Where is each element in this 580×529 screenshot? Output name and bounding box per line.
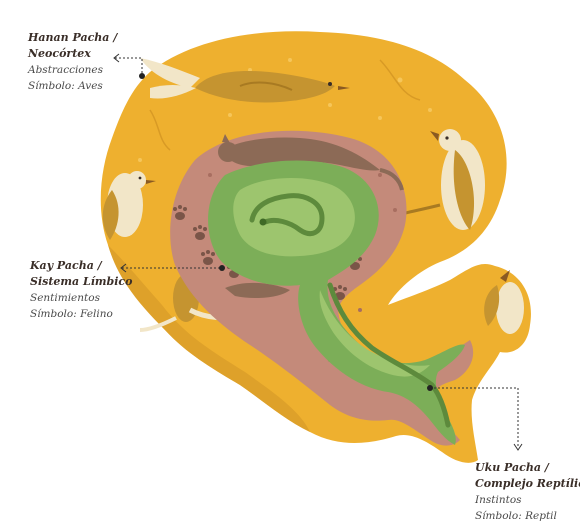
snake-head-icon <box>260 219 267 226</box>
hanan-title-2: Neocórtex <box>28 46 117 62</box>
kay-title-2: Sistema Límbico <box>30 274 132 290</box>
hanan-leader-line <box>115 58 142 74</box>
hanan-marker-dot <box>139 73 145 79</box>
uku-marker-dot <box>427 385 433 391</box>
kay-marker-dot <box>219 265 225 271</box>
hanan-sub-2: Símbolo: Aves <box>28 78 117 94</box>
hanan-sub-1: Abstracciones <box>28 62 117 78</box>
label-hanan-pacha: Hanan Pacha / Neocórtex Abstracciones Sí… <box>28 30 117 94</box>
kay-sub-2: Símbolo: Felino <box>30 306 132 322</box>
label-kay-pacha: Kay Pacha / Sistema Límbico Sentimientos… <box>30 258 132 322</box>
hanan-title-1: Hanan Pacha / <box>28 30 117 46</box>
uku-sub-1: Instintos <box>475 492 580 508</box>
kay-title-1: Kay Pacha / <box>30 258 132 274</box>
kay-sub-1: Sentimientos <box>30 290 132 306</box>
uku-sub-2: Símbolo: Reptil <box>475 508 580 524</box>
uku-title-1: Uku Pacha / <box>475 460 580 476</box>
label-uku-pacha: Uku Pacha / Complejo Reptílico Instintos… <box>475 460 580 524</box>
uku-title-2: Complejo Reptílico <box>475 476 580 492</box>
